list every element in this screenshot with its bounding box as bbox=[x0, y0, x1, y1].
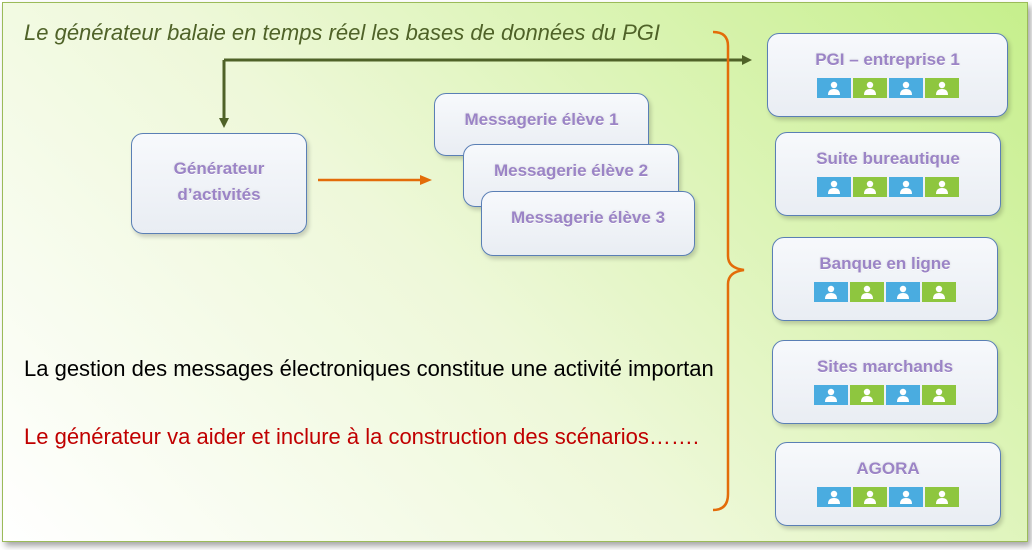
generator-label-line1: Générateur bbox=[173, 159, 265, 178]
user-puzzle-icon bbox=[850, 385, 884, 405]
database-online-bank: Banque en ligne bbox=[772, 237, 998, 321]
user-puzzle-icon bbox=[888, 78, 923, 98]
mailbox-label: Messagerie élève 3 bbox=[510, 208, 666, 227]
body-text-1: La gestion des messages électroniques co… bbox=[24, 356, 714, 381]
user-puzzle-icon bbox=[922, 385, 956, 405]
database-office-suite: Suite bureautique bbox=[775, 132, 1001, 216]
database-pgi: PGI – entreprise 1 bbox=[767, 33, 1008, 117]
body-text-1-clip: La gestion des messages électroniques co… bbox=[24, 356, 770, 388]
user-puzzle-icon bbox=[889, 177, 923, 197]
user-puzzle-icon bbox=[814, 282, 848, 302]
curly-brace bbox=[712, 30, 745, 512]
user-puzzle-icon bbox=[886, 282, 920, 302]
user-puzzle-icon bbox=[850, 282, 884, 302]
header-text: Le générateur balaie en temps réel les b… bbox=[24, 20, 660, 45]
mailbox-3: Messagerie élève 3 bbox=[481, 191, 695, 256]
database-label: AGORA bbox=[856, 459, 920, 478]
body-text-2: Le générateur va aider et inclure à la c… bbox=[24, 424, 700, 449]
database-label: Suite bureautique bbox=[816, 149, 960, 168]
user-icons bbox=[776, 177, 1000, 197]
database-label: PGI – entreprise 1 bbox=[815, 50, 960, 69]
user-puzzle-icon bbox=[853, 487, 887, 507]
mailbox-label: Messagerie élève 2 bbox=[493, 161, 649, 180]
user-puzzle-icon bbox=[853, 177, 887, 197]
user-puzzle-icon bbox=[817, 487, 851, 507]
mailbox-label: Messagerie élève 1 bbox=[464, 110, 619, 129]
user-icons bbox=[768, 78, 1007, 98]
user-puzzle-icon bbox=[925, 177, 959, 197]
database-label: Sites marchands bbox=[816, 357, 954, 376]
generator-label-line2: d’activités bbox=[177, 185, 261, 204]
user-icons bbox=[773, 282, 997, 302]
user-puzzle-icon bbox=[924, 78, 959, 98]
user-puzzle-icon bbox=[925, 487, 959, 507]
database-label: Banque en ligne bbox=[819, 254, 951, 273]
database-merchant-sites: Sites marchands bbox=[772, 340, 998, 424]
user-puzzle-icon bbox=[816, 78, 851, 98]
user-icons bbox=[773, 385, 997, 405]
generator-box: Générateur d’activités bbox=[131, 133, 307, 234]
user-puzzle-icon bbox=[852, 78, 887, 98]
database-agora: AGORA bbox=[775, 442, 1001, 526]
user-puzzle-icon bbox=[814, 385, 848, 405]
user-puzzle-icon bbox=[889, 487, 923, 507]
user-puzzle-icon bbox=[886, 385, 920, 405]
user-puzzle-icon bbox=[817, 177, 851, 197]
user-icons bbox=[776, 487, 1000, 507]
user-puzzle-icon bbox=[922, 282, 956, 302]
